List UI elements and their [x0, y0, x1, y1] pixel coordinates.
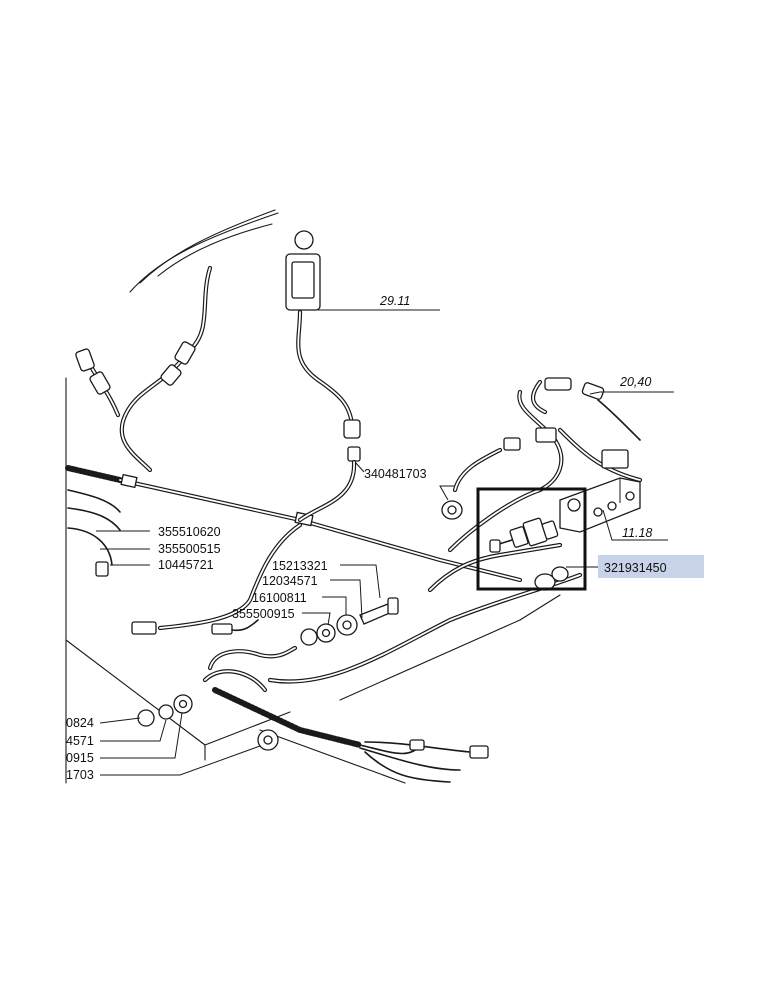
part-label-4571: 4571	[66, 734, 94, 748]
part-label-12034571: 12034571	[262, 574, 318, 588]
part-label-355500515: 355500515	[158, 542, 221, 556]
selected-part-highlight	[598, 555, 704, 578]
leader-lines	[96, 309, 674, 776]
ref-label-29-11: 29.11	[379, 294, 410, 308]
part-label-340481703: 340481703	[364, 467, 427, 481]
lower-left-branch	[131, 522, 303, 635]
main-harness	[65, 465, 523, 583]
part-label-355500915: 355500915	[232, 607, 295, 621]
part-label-0824: 0824	[66, 716, 94, 730]
selection-box	[476, 487, 587, 591]
part-label-1703: 1703	[66, 768, 94, 782]
ref-label-11-18: 11.18	[622, 526, 652, 540]
machine-body-outline	[65, 209, 561, 784]
bolt-assembly	[95, 561, 399, 646]
pressure-switch-321931450	[489, 517, 569, 591]
part-label-321931450[interactable]: 321931450	[604, 561, 667, 575]
part-label-10445721: 10445721	[158, 558, 214, 572]
switch-block-11-18	[559, 477, 641, 533]
ref-label-20-40: 20,40	[619, 375, 651, 389]
upper-left-harness	[75, 265, 213, 473]
part-label-16100811: 16100811	[252, 591, 307, 605]
part-label-355510620: 355510620	[158, 525, 221, 539]
relay-component-29-11	[285, 230, 361, 523]
lower-fittings	[137, 645, 489, 783]
part-label-15213321: 15213321	[272, 559, 328, 573]
part-label-0915: 0915	[66, 751, 94, 765]
